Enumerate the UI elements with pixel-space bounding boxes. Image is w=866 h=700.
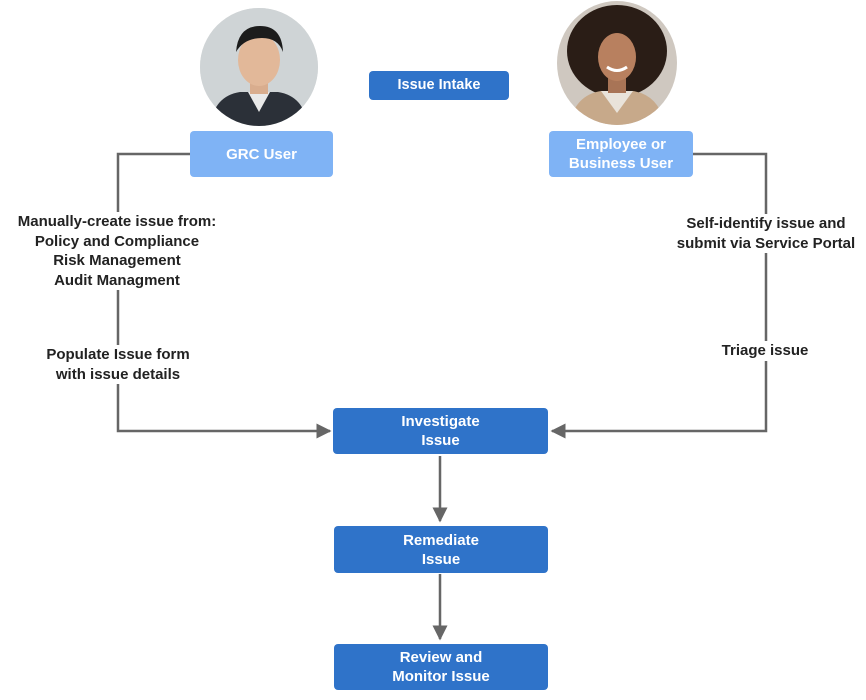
issue-intake-title: Issue Intake [369,71,509,100]
left-connector [116,152,332,439]
grc-user-avatar [200,8,318,126]
right-step1-label: Self-identify issue and submit via Servi… [668,214,864,253]
left-step2-label: Populate Issue form with issue details [30,345,206,384]
investigate-issue-box: Investigate Issue [333,408,548,454]
remediate-issue-box: Remediate Issue [334,526,548,573]
grc-user-box: GRC User [190,131,333,177]
left-step1-label: Manually-create issue from: Policy and C… [6,212,228,290]
review-monitor-issue-box: Review and Monitor Issue [334,644,548,690]
employee-box: Employee or Business User [549,131,693,177]
right-connector [550,152,768,439]
right-step2-label: Triage issue [712,341,818,361]
employee-avatar [557,1,677,125]
